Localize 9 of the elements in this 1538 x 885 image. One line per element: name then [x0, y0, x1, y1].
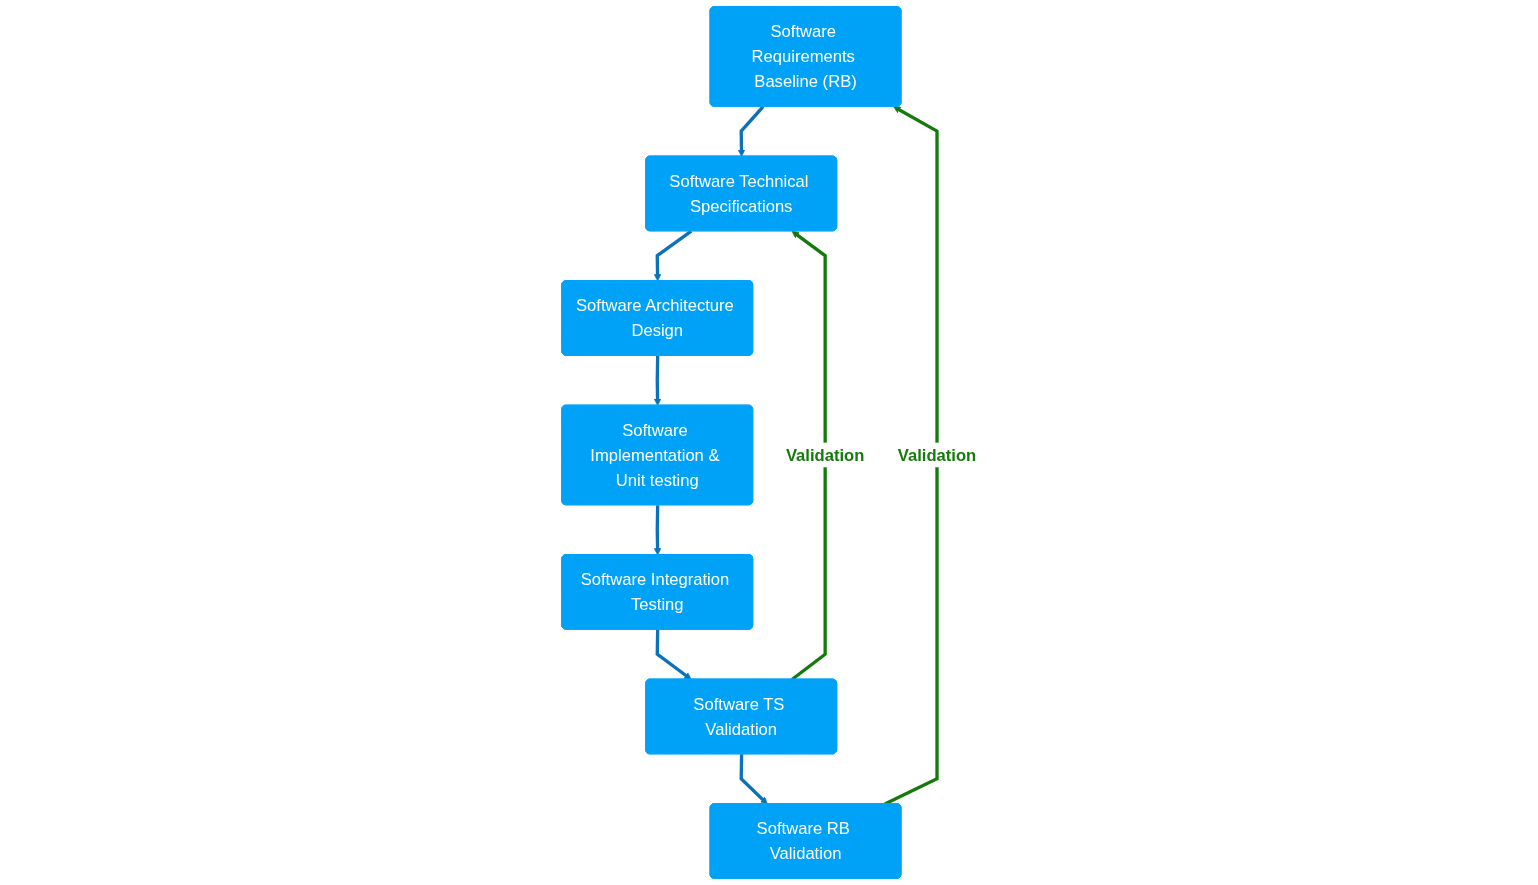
arrow — [653, 505, 662, 556]
arrow — [653, 229, 693, 282]
edge-label: Validation — [785, 445, 865, 465]
arrow — [737, 105, 765, 157]
arrow — [739, 754, 768, 805]
arrow — [653, 355, 662, 406]
arrow — [655, 629, 692, 680]
edge-label: Validation — [897, 445, 977, 465]
arrow — [791, 230, 827, 681]
